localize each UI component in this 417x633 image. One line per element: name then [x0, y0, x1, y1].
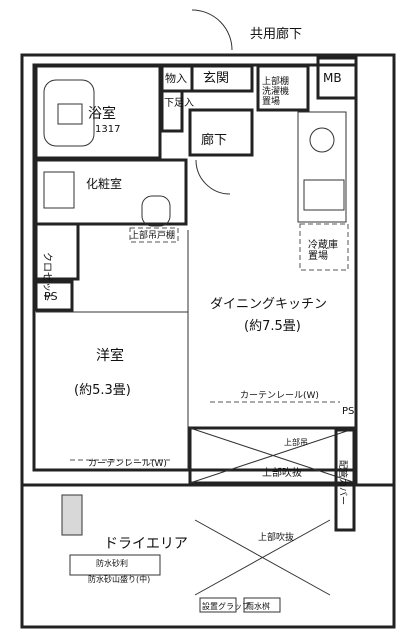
label-ps-right: PS — [342, 406, 354, 417]
label-upper-top: 上部吊 — [284, 437, 308, 447]
mb-box — [316, 56, 358, 100]
ps-left-box — [34, 280, 74, 312]
dry-cross-2 — [194, 519, 331, 596]
toilet — [141, 195, 171, 227]
dry-hatch-left — [61, 494, 83, 536]
label-dry-upper: 上部吹抜 — [258, 531, 294, 543]
closet — [34, 222, 80, 281]
label-curtain-bottom: カーテンレール(W) — [88, 458, 167, 469]
pipe-cover — [334, 428, 356, 532]
label-fridge: 冷蔵庫置場 — [308, 238, 338, 262]
label-pipe-cover: 配管カバー — [337, 460, 349, 505]
label-washer: 上部棚洗濯機置場 — [262, 75, 289, 107]
upper-shelf — [129, 227, 179, 243]
lower-storage — [188, 426, 358, 485]
label-bath: 浴室 — [88, 105, 116, 122]
label-storage: 物入 — [165, 71, 187, 85]
fridge-area — [299, 223, 349, 271]
inner-wall — [32, 63, 358, 472]
label-bottom-box2: 設置グラップ — [202, 601, 250, 611]
entrance-box — [190, 64, 254, 93]
kitchen-sink — [303, 179, 345, 211]
label-dining: ダイニングキッチン — [210, 297, 327, 312]
washer-area — [256, 64, 310, 112]
vanity-room — [34, 158, 188, 226]
bath-mat — [57, 103, 83, 125]
label-western-size: (約5.3畳) — [74, 383, 131, 398]
stove — [309, 127, 335, 153]
kitchen-counter — [297, 111, 347, 223]
label-upper-mid: 上部吹抜 — [262, 466, 302, 479]
front-door-swing — [191, 9, 233, 51]
label-ps-left: PS — [44, 290, 58, 303]
label-vanity: 化粧室 — [86, 176, 122, 191]
label-drain1: 防水砂利 — [96, 558, 128, 568]
label-closet: クロゼット — [41, 252, 53, 302]
bottom-box-left — [199, 597, 237, 613]
bathtub — [43, 79, 95, 147]
label-entrance: 玄関 — [203, 71, 229, 86]
label-bottom-box: 雨水桝 — [246, 601, 270, 611]
inner-door-swing — [195, 159, 231, 195]
hall — [188, 108, 254, 157]
sink — [43, 171, 75, 209]
dry-area — [20, 483, 396, 629]
label-drain2: 防水砂山盛り(中) — [88, 574, 150, 584]
label-bath-size: 1317 — [95, 124, 120, 135]
label-shelf: 上部吊戸棚 — [130, 229, 175, 241]
bottom-box-right — [243, 597, 281, 613]
label-dining-size: (約7.5畳) — [244, 319, 301, 334]
drain-box — [69, 554, 161, 576]
label-curtain-top: カーテンレール(W) — [240, 390, 319, 401]
bath-room — [34, 64, 162, 160]
shoe-box — [160, 89, 184, 133]
label-hall: 廊下 — [201, 132, 227, 148]
label-western: 洋室 — [96, 347, 124, 364]
label-mb: MB — [323, 71, 342, 85]
label-corridor: 共用廊下 — [250, 26, 302, 42]
label-dry-area: ドライエリア — [104, 536, 188, 552]
lower-cross-2 — [189, 427, 357, 484]
label-shoe-box: 下足入 — [164, 97, 194, 109]
